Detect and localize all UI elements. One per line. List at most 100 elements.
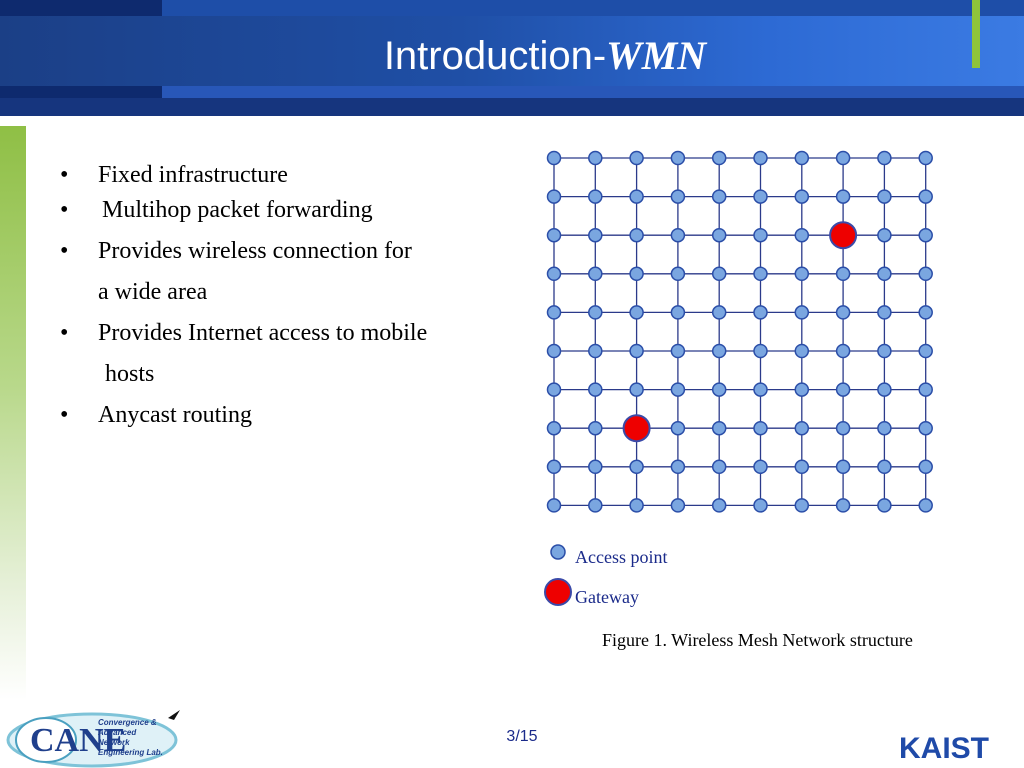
access-point-node [918,459,933,475]
slide-title: Introduction-WMN [0,30,1024,82]
bullet-text: Multihop packet forwarding [102,197,373,223]
access-point-node [877,382,892,397]
access-point-node [670,266,686,282]
cane-logo-line: Convergence & [98,718,157,727]
header-stripe-left [0,86,162,98]
header-top-left-band [0,0,162,16]
access-point-node [794,498,810,513]
header-accent-bar [972,0,980,68]
access-point-node [918,343,933,359]
bullet-dot: • [60,197,69,223]
access-point-node [588,266,603,282]
access-point-node [835,150,851,166]
access-point-node [918,305,933,320]
cane-lab-logo: CANE Convergence & Advanced Network Engi… [6,710,180,768]
access-point-node [588,343,603,359]
access-point-node [918,189,933,204]
access-point-node [877,305,892,320]
bullet-text: Fixed infrastructure [98,162,288,188]
access-point-node [711,343,727,359]
bullet-continuation: hosts [105,361,155,387]
access-point-node [670,420,686,436]
access-point-node [918,150,933,166]
access-point-node [711,266,727,282]
access-point-node [753,189,768,204]
access-point-node [670,382,686,397]
header-main-band [0,16,1024,86]
access-point-node [918,498,933,513]
access-point-node [588,227,603,243]
access-point-node [835,343,851,359]
access-point-node [753,459,768,475]
access-point-node [546,189,562,204]
slide-title-main: Introduction- [383,34,607,78]
access-point-node [877,266,892,282]
access-point-node [877,150,892,166]
access-point-node [877,189,892,204]
gateway-node [829,221,858,250]
access-point-node [918,227,933,243]
access-point-node [753,382,768,397]
bullet-text: Provides Internet access to mobile [98,320,428,346]
access-point-node [794,189,810,204]
access-point-node [629,382,644,397]
mesh-network-diagram [546,150,933,513]
access-point-node [918,382,933,397]
access-point-node [835,498,851,513]
gateway-node [622,414,651,443]
cane-logo-line: Engineering Lab. [98,748,163,757]
header-bottom-band [0,98,1024,116]
access-point-node [753,227,768,243]
access-point-node [546,459,562,475]
slide-title-emphasis: WMN [606,33,707,78]
legend-access-point-label: Access point [575,547,668,567]
access-point-node [546,382,562,397]
access-point-node [588,150,603,166]
legend-gateway-label: Gateway [575,587,639,607]
access-point-node [629,266,644,282]
access-point-node [794,343,810,359]
access-point-node [794,382,810,397]
access-point-node [918,266,933,282]
access-point-node [794,305,810,320]
access-point-node [794,420,810,436]
bullet-continuation: a wide area [98,279,208,305]
cane-logo-line: Advanced [97,728,137,737]
access-point-node [835,266,851,282]
access-point-node [753,266,768,282]
access-point-node [794,150,810,166]
access-point-node [670,150,686,166]
access-point-node [753,343,768,359]
access-point-node [629,498,644,513]
access-point-node [918,420,933,436]
access-point-node [753,498,768,513]
bullet-text: Anycast routing [98,402,252,428]
access-point-node [629,150,644,166]
access-point-node [546,305,562,320]
access-point-node [546,420,562,436]
access-point-node [877,420,892,436]
access-point-node [711,420,727,436]
access-point-node [629,227,644,243]
access-point-node [588,189,603,204]
access-point-node [629,459,644,475]
bullet-dot: • [60,238,69,264]
access-point-node [588,305,603,320]
access-point-node [670,343,686,359]
access-point-node [753,420,768,436]
access-point-node [711,150,727,166]
access-point-node [835,420,851,436]
bullet-dot: • [60,320,69,346]
slide-header: Introduction-WMN [0,0,1024,116]
access-point-node [588,498,603,513]
header-stripe [0,86,1024,98]
figure-caption: Figure 1. Wireless Mesh Network structur… [602,630,913,650]
access-point-node [877,459,892,475]
header-top-right-band [162,0,1024,16]
access-point-node [711,305,727,320]
access-point-node [711,459,727,475]
access-point-node [794,459,810,475]
legend-gateway-icon [544,578,572,606]
access-point-node [670,189,686,204]
access-point-node [753,150,768,166]
